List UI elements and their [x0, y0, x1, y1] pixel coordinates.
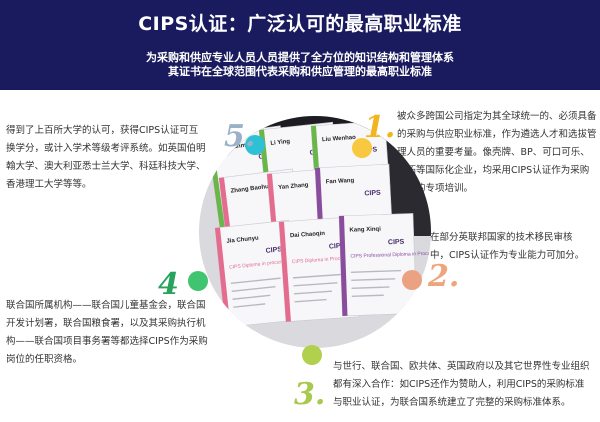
certificate-name: Dai Chaoqin — [290, 231, 326, 239]
certificate-name: Jia Chunyu — [226, 235, 259, 244]
point-4-number: 4 — [158, 267, 179, 302]
header-subtitle-line2: 其证书在全球范围代表采购和供应管理的最高职业标准 — [168, 65, 432, 78]
point-3-dot — [302, 345, 322, 365]
certificate-name: Yan Zhang — [278, 182, 309, 191]
certificates-photo: Cui YanminCIPS Li YingCIPS Liu WenhaoCIPS Z… — [199, 116, 431, 348]
certificate-name: Zhang Baohui — [230, 184, 271, 195]
header-subtitle-line1: 为采购和供应专业人员人员提供了全方位的知识结构和管理体系 — [146, 51, 454, 64]
point-1-dot — [352, 138, 372, 158]
point-3-number: 3. — [294, 377, 326, 412]
point-4-text: 联合国所属机构——联合国儿童基金会，联合国开发计划署，联合国粮食署，以及其采购执… — [6, 300, 208, 365]
certificate-name: Cui Yanmin — [219, 142, 252, 153]
point-5-dot — [245, 135, 265, 155]
cips-logo: CIPS — [364, 190, 381, 198]
point-2-dot — [402, 270, 422, 290]
cips-logo: CIPS — [329, 242, 346, 250]
point-2-number: 2. — [428, 259, 460, 294]
point-4-dot — [188, 271, 208, 291]
page-title: CIPS认证：广泛认可的最高职业标准 — [138, 13, 462, 35]
point-5-number: 5. — [224, 119, 256, 154]
cips-logo: CIPS — [265, 246, 282, 255]
point-5-text: 得到了上百所大学的认可，获得CIPS认证可互换学分，或计入学术等级考评系统。如英… — [6, 125, 206, 190]
certificate-name: Li Ying — [270, 139, 291, 147]
certificate-name: Fan Wang — [326, 178, 355, 185]
cips-logo: CIPS — [388, 239, 405, 247]
certificate-name: Kang Xinqi — [349, 227, 381, 234]
certificate-title: CIPS Professional Diploma in Procurement… — [350, 249, 431, 259]
certificate-name: Liu Wenhao — [322, 135, 357, 143]
point-3-text: 与世行、联合国、欧共体、英国政府以及其它世界性专业组织都有深入合作：如CIPS还… — [333, 361, 590, 408]
point-1-number: 1. — [364, 110, 396, 145]
point-2-text: 在部分英联邦国家的技术移民审核中，CIPS认证作为专业能力可加分。 — [430, 232, 585, 261]
point-1-text: 被众多跨国公司指定为其全球统一的、必须具备的采购与供应职业标准，作为遴选人才和选… — [397, 111, 597, 194]
header-banner: CIPS认证：广泛认可的最高职业标准 为采购和供应专业人员人员提供了全方位的知识… — [0, 0, 600, 90]
